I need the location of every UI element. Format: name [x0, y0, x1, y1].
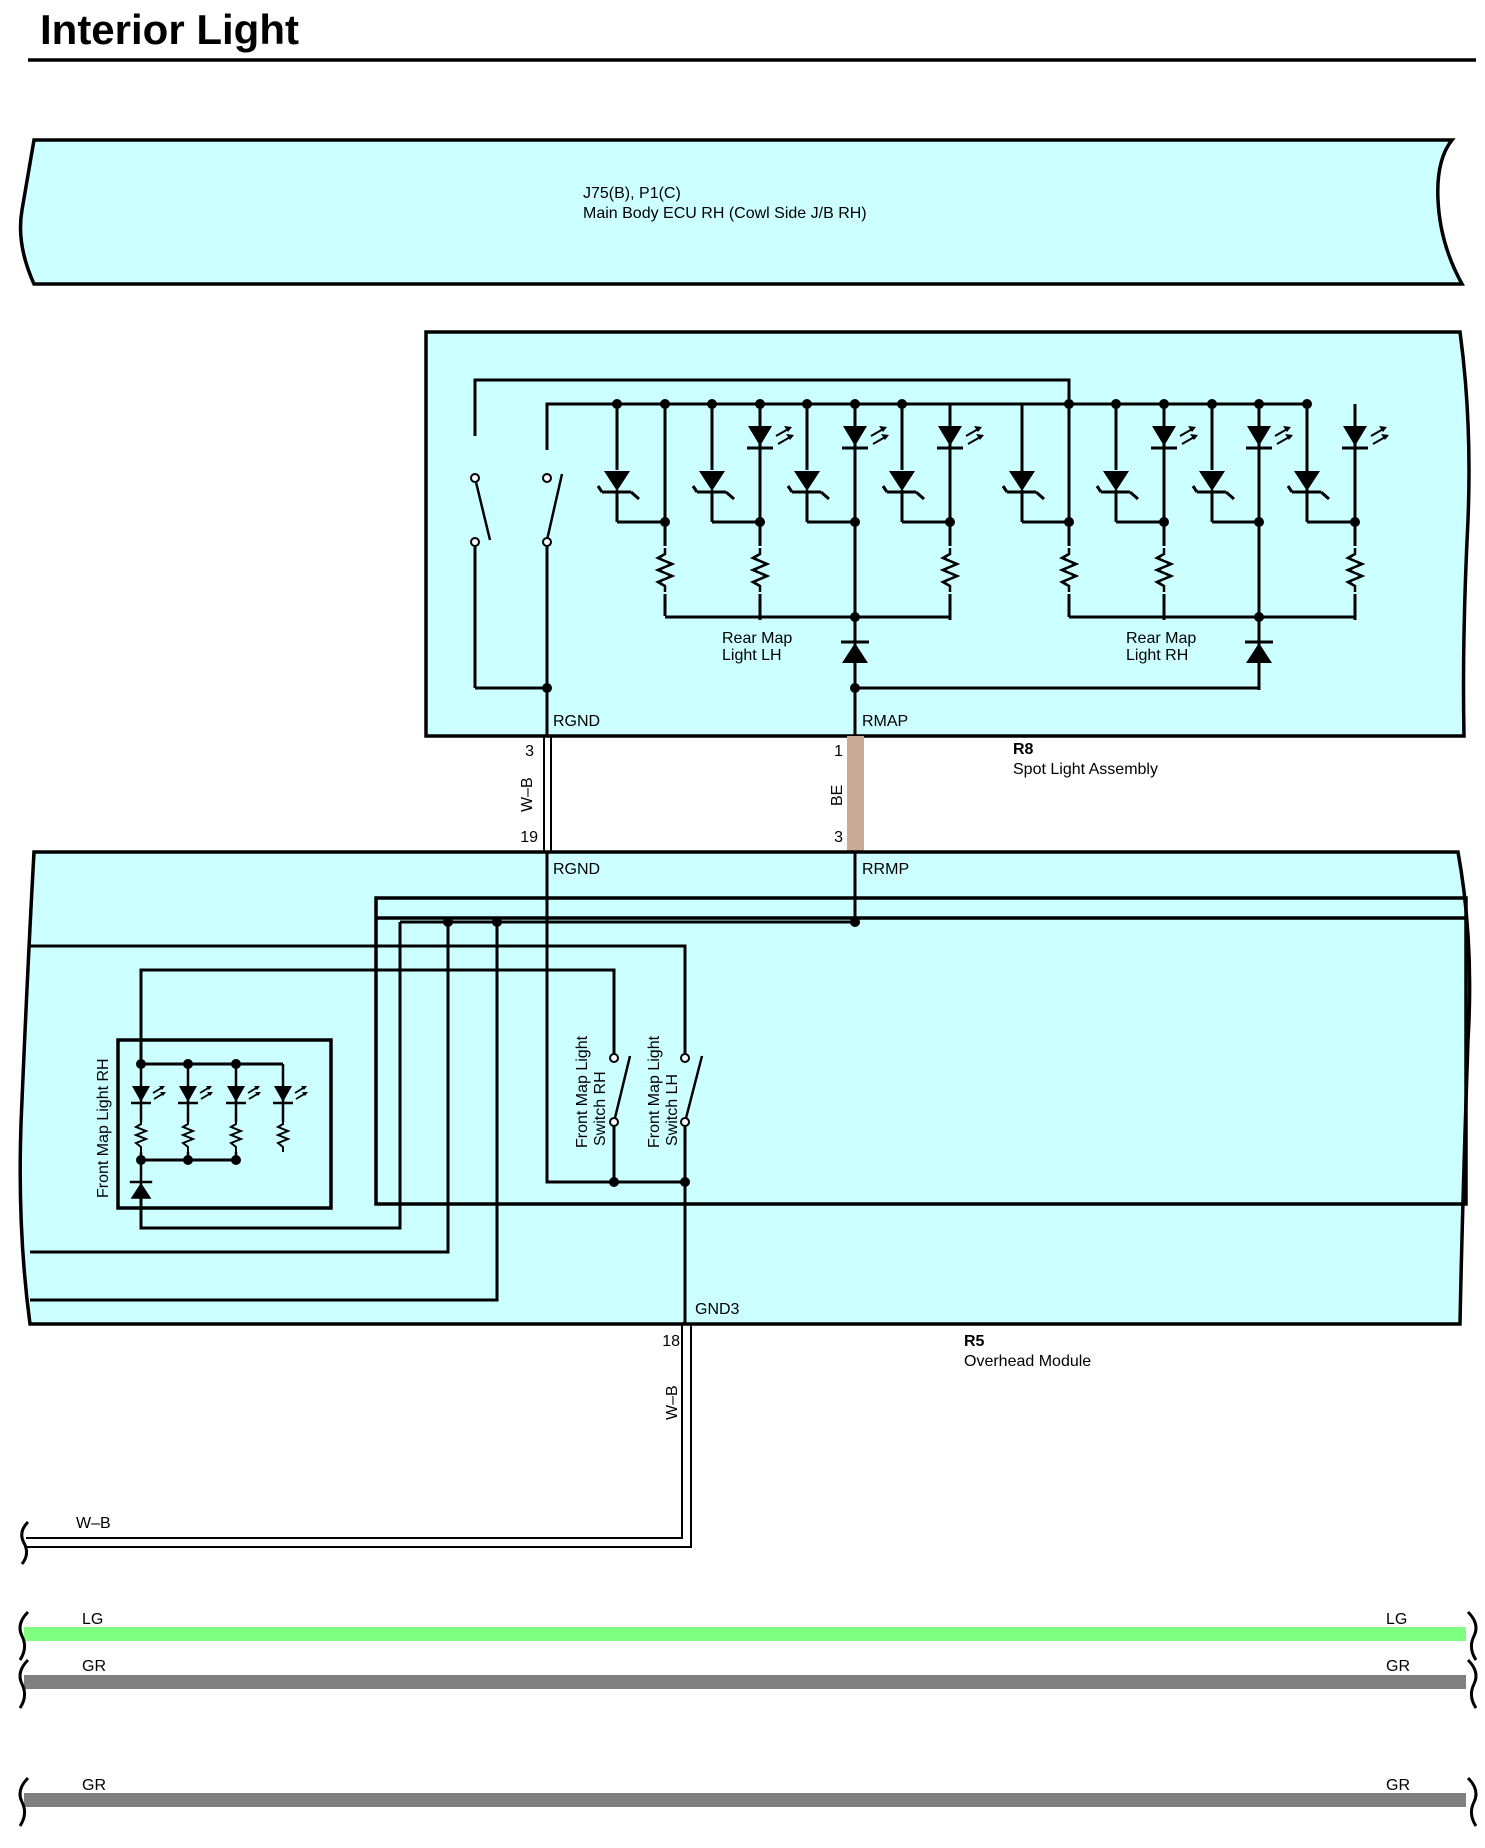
rear-map-rh-label-2: Light RH — [1126, 647, 1188, 664]
switch-lh-label-2: Switch LH — [664, 1074, 681, 1146]
r5-code: R5 — [964, 1333, 985, 1350]
pin-rgnd-r8: 3 — [525, 743, 534, 760]
rgnd-r5-label: RGND — [553, 861, 600, 878]
r5-name: Overhead Module — [964, 1353, 1091, 1370]
overhead-circuit — [30, 852, 1468, 1324]
lg-left-label: LG — [82, 1611, 103, 1628]
r8-code: R8 — [1013, 741, 1034, 758]
ground-wire-out-label: W–B — [76, 1515, 111, 1532]
gr2-left-label: GR — [82, 1777, 106, 1794]
switch-rh-label-2: Switch RH — [592, 1071, 609, 1146]
pin-rgnd-r5: 19 — [520, 829, 538, 846]
ground-wire-label: W–B — [664, 1385, 681, 1420]
bottom-wire-gr-1 — [18, 1658, 1478, 1709]
ecu-connector-code: J75(B), P1(C) — [583, 185, 681, 202]
be-wire — [847, 736, 864, 852]
spot-light-circuit — [470, 378, 1391, 736]
pin-rmap-r8: 1 — [834, 743, 843, 760]
switch-lh-label-1: Front Map Light — [646, 1035, 663, 1148]
ground-wire — [20, 1324, 692, 1565]
rear-map-lh-label-1: Rear Map — [722, 630, 792, 647]
gr1-right-label: GR — [1386, 1658, 1410, 1675]
spot-light-assembly-box — [424, 330, 1471, 738]
pin-gnd3: 18 — [662, 1333, 680, 1350]
switch-rh-label-1: Front Map Light — [574, 1035, 591, 1148]
r8-name: Spot Light Assembly — [1013, 761, 1158, 778]
wire-wb-label: W–B — [519, 777, 536, 812]
rgnd-r8-label: RGND — [553, 713, 600, 730]
rear-map-rh-label-1: Rear Map — [1126, 630, 1196, 647]
lg-right-label: LG — [1386, 1611, 1407, 1628]
gnd3-label: GND3 — [695, 1301, 740, 1318]
bottom-wire-lg — [18, 1610, 1478, 1661]
front-map-light-box — [116, 1038, 333, 1210]
ecu-name: Main Body ECU RH (Cowl Side J/B RH) — [583, 205, 867, 222]
main-body-ecu-box — [18, 138, 1465, 286]
harness-wires — [543, 736, 864, 852]
gr1-left-label: GR — [82, 1658, 106, 1675]
bottom-wire-gr-2 — [18, 1776, 1478, 1827]
front-map-light-rh-label: Front Map Light RH — [95, 1058, 112, 1198]
page-title: Interior Light — [40, 6, 299, 53]
wire-be-label: BE — [829, 785, 846, 806]
pin-rrmp-r5: 3 — [834, 829, 843, 846]
rear-map-lh-label-2: Light LH — [722, 647, 782, 664]
rmap-label: RMAP — [862, 713, 908, 730]
rrmp-label: RRMP — [862, 861, 909, 878]
gr2-right-label: GR — [1386, 1777, 1410, 1794]
